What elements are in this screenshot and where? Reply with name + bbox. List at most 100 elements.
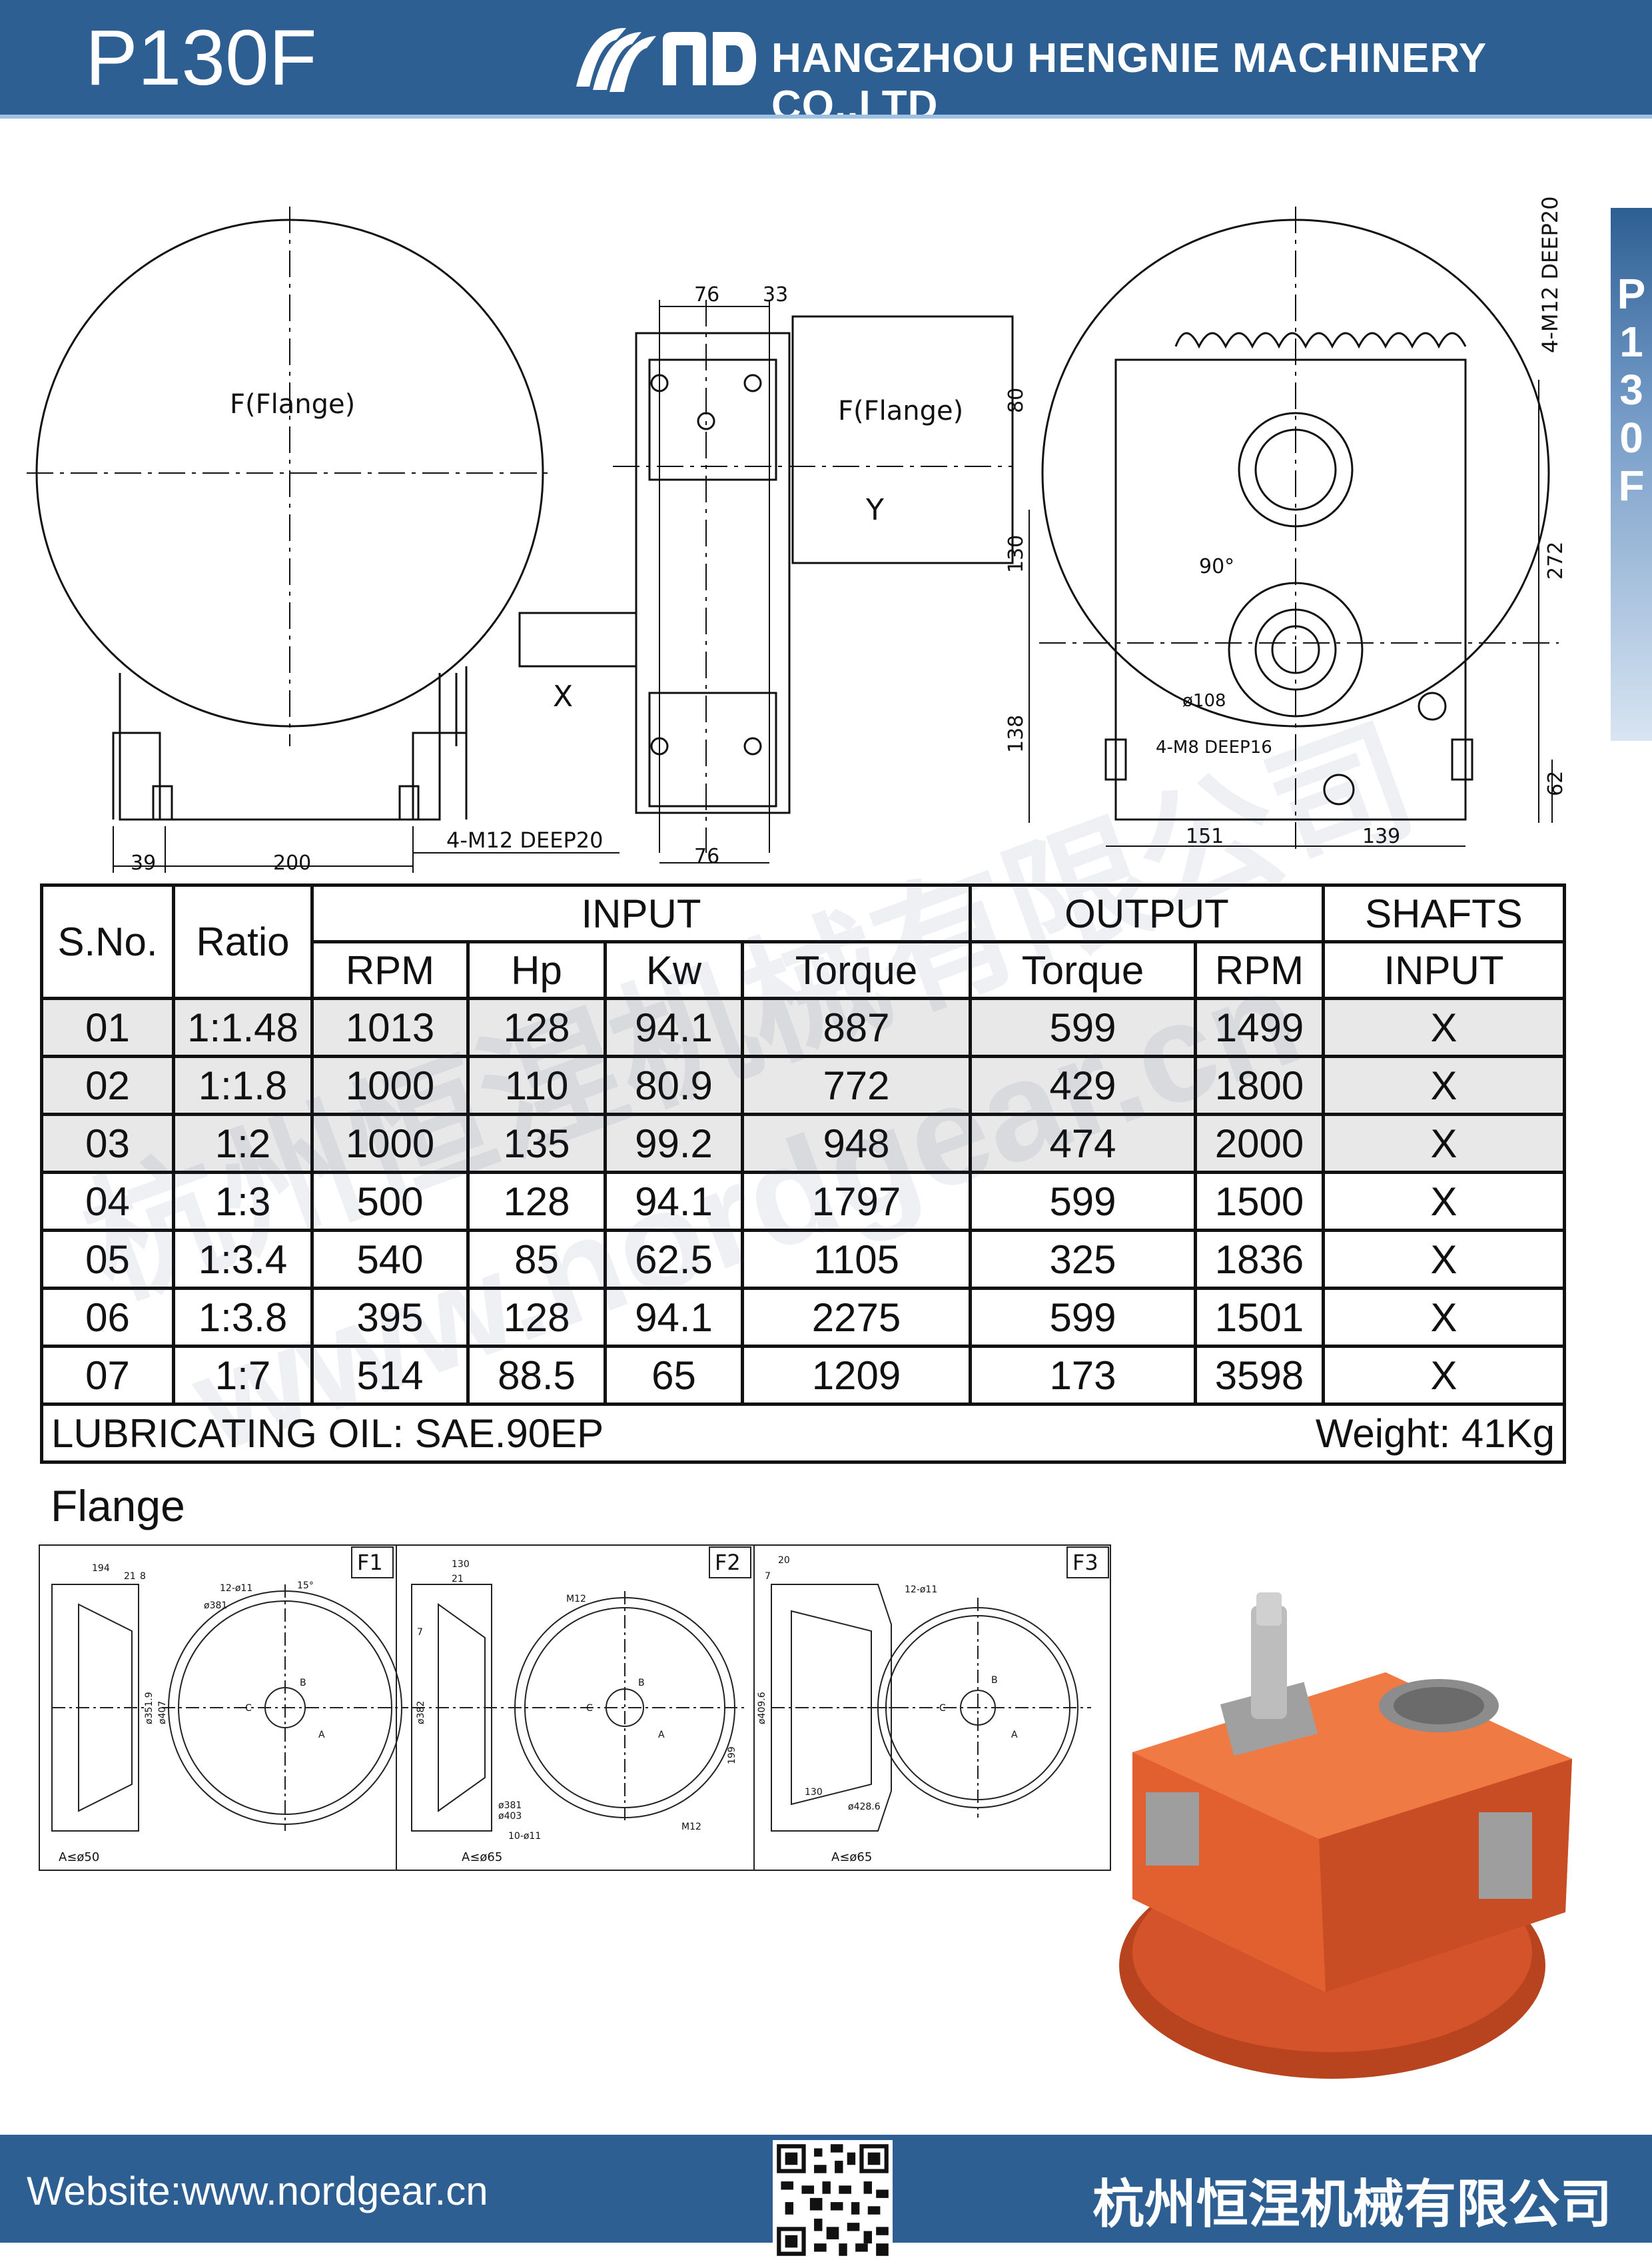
table-cell: 99.2 — [604, 1113, 744, 1174]
flange-f2-d2: 21 — [452, 1574, 464, 1584]
table-cell: 599 — [969, 1287, 1197, 1348]
table-cell: 1:7 — [172, 1345, 314, 1406]
side-model-tab: P 1 3 0 F — [1611, 208, 1652, 741]
company-name-cn: 杭州恒涅机械有限公司 — [1092, 2175, 1613, 2233]
header-shaft-input: INPUT — [1322, 940, 1566, 1000]
dim-138: 138 — [1005, 715, 1028, 753]
flange-f1-d1: 194 — [92, 1563, 110, 1574]
table-cell: 325 — [969, 1229, 1197, 1290]
table-cell: X — [1322, 1345, 1566, 1406]
table-footer-row: LUBRICATING OIL: SAE.90EP Weight: 41Kg — [40, 1403, 1566, 1464]
table-cell: 1836 — [1194, 1229, 1325, 1290]
flange-f1-dia-a: ø351.9 — [144, 1692, 155, 1724]
shaft-x-label: X — [553, 680, 573, 714]
side-view — [518, 300, 1014, 863]
dim-76-top: 76 — [694, 283, 719, 306]
table-cell: 1499 — [1194, 997, 1325, 1058]
flange-f2-holes2: 10-ø11 — [508, 1831, 541, 1842]
table-cell: 1501 — [1194, 1287, 1325, 1348]
flange-f3-d2: 7 — [765, 1571, 771, 1582]
table-cell: 1:3.8 — [172, 1287, 314, 1348]
flange-f2-holes: M12 — [566, 1594, 586, 1604]
table-cell: 94.1 — [604, 1171, 744, 1232]
table-cell: 429 — [969, 1055, 1197, 1116]
dim-130: 130 — [1005, 535, 1028, 573]
flange-f2-dia-b: ø403 — [498, 1811, 522, 1822]
thread-m8: 4-M8 DEEP16 — [1156, 738, 1272, 758]
flange-f2-tag: F2 — [715, 1550, 741, 1575]
table-cell: 1797 — [741, 1171, 972, 1232]
flange-f2-letter-a: A — [658, 1730, 665, 1740]
model-title: P130F — [85, 14, 317, 102]
table-cell: 128 — [466, 1287, 607, 1348]
lubricating-oil: LUBRICATING OIL: SAE.90EP — [51, 1411, 604, 1456]
table-cell: 1:3.4 — [172, 1229, 314, 1290]
table-cell: 04 — [40, 1171, 175, 1232]
header-input: INPUT — [310, 883, 972, 943]
flange-f3-dim-130: 130 — [805, 1787, 823, 1798]
flange-title: Flange — [51, 1481, 185, 1530]
table-cell: 128 — [466, 1171, 607, 1232]
flange-f1-letter-c: C — [245, 1703, 252, 1714]
header-shafts: SHAFTS — [1322, 883, 1566, 943]
table-cell: X — [1322, 1113, 1566, 1174]
flange-f1-holes: 12-ø11 — [220, 1583, 252, 1594]
table-cell: 02 — [40, 1055, 175, 1116]
table-cell: 94.1 — [604, 1287, 744, 1348]
thread-top: 4-M12 DEEP20 — [1537, 197, 1563, 354]
table-cell: 94.1 — [604, 997, 744, 1058]
table-cell: 1000 — [310, 1113, 470, 1174]
flange-f3-tag: F3 — [1072, 1550, 1098, 1575]
header-ratio: Ratio — [172, 883, 314, 1000]
table-cell: 1:2 — [172, 1113, 314, 1174]
table-cell: 62.5 — [604, 1229, 744, 1290]
flange-f3-dia-a: ø409.6 — [757, 1692, 767, 1724]
table-cell: 03 — [40, 1113, 175, 1174]
flange-f1-d2: 21 — [124, 1571, 136, 1582]
table-cell: X — [1322, 997, 1566, 1058]
flange-f3-letter-b: B — [991, 1675, 998, 1686]
shaft-y-label: Y — [865, 493, 884, 527]
table-cell: 135 — [466, 1113, 607, 1174]
flange-f3-letter-a: A — [1011, 1730, 1018, 1740]
header-bar: P130F HANGZHOU HENGNIE MACHINERY CO.,LTD — [0, 0, 1652, 129]
table-cell: 05 — [40, 1229, 175, 1290]
flange-f1-pcd: ø381 — [204, 1600, 227, 1611]
table-cell: X — [1322, 1229, 1566, 1290]
flange-f2-m12: M12 — [681, 1822, 701, 1832]
table-cell: 2275 — [741, 1287, 972, 1348]
flange-f1-letter-a: A — [318, 1730, 325, 1740]
header-rpm-out: RPM — [1194, 940, 1325, 1000]
flange-f3-holes: 12-ø11 — [905, 1584, 937, 1595]
flange-label-left: F(Flange) — [230, 389, 355, 420]
gearbox-photo — [1119, 1592, 1572, 2079]
header-torque-in: Torque — [741, 940, 972, 1000]
table-cell: 599 — [969, 1171, 1197, 1232]
spec-table: S.No. Ratio INPUT OUTPUT SHAFTS RPM Hp K… — [40, 883, 1566, 1464]
header-rpm-in: RPM — [310, 940, 470, 1000]
flange-f2-letter-c: C — [586, 1703, 593, 1714]
header-torque-out: Torque — [969, 940, 1197, 1000]
flange-f2-dia-a: ø382 — [416, 1701, 426, 1724]
dim-139: 139 — [1362, 825, 1400, 848]
side-tab-letter: 1 — [1619, 318, 1643, 366]
side-tab-letter: 0 — [1619, 414, 1643, 462]
table-footer: LUBRICATING OIL: SAE.90EP Weight: 41Kg — [40, 1403, 1566, 1464]
table-cell: 1013 — [310, 997, 470, 1058]
table-cell: 514 — [310, 1345, 470, 1406]
table-cell: 85 — [466, 1229, 607, 1290]
table-cell: 500 — [310, 1171, 470, 1232]
dim-272: 272 — [1544, 542, 1567, 580]
qr-code — [773, 2140, 893, 2260]
flange-f3-dia-b: ø428.6 — [848, 1802, 881, 1812]
table-cell: X — [1322, 1287, 1566, 1348]
table-cell: 599 — [969, 997, 1197, 1058]
dim-200: 200 — [273, 851, 311, 875]
table-cell: 110 — [466, 1055, 607, 1116]
flange-f1 — [51, 1546, 408, 1832]
header-hp: Hp — [466, 940, 607, 1000]
